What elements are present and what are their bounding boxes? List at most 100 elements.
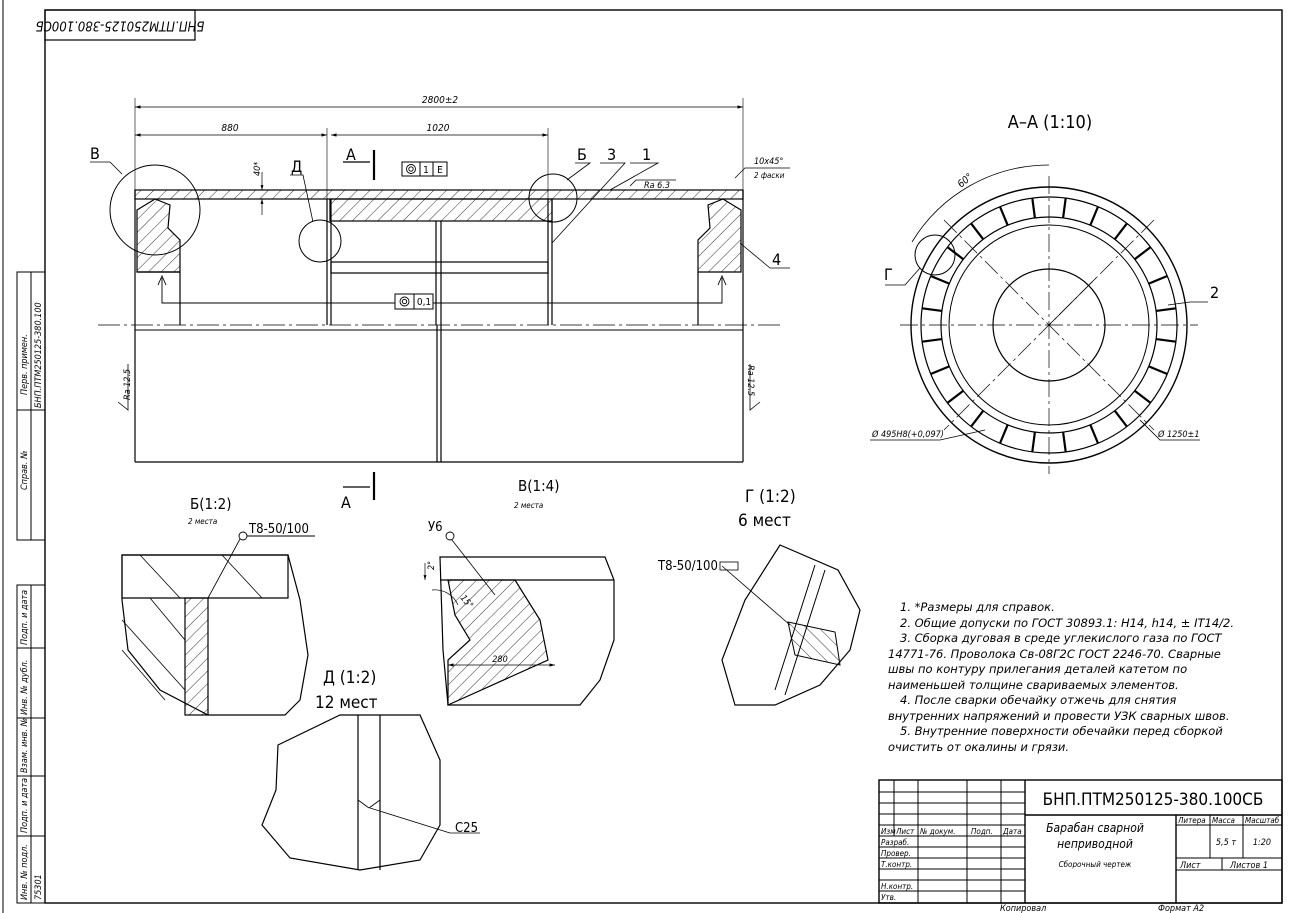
side-podp-data-1: Подп. и дата: [20, 590, 30, 645]
tb-designation: БНП.ПТМ250125-380.100СБ: [1043, 790, 1264, 810]
tb-razrab: Разраб.: [881, 838, 909, 847]
pos-1: 1: [642, 145, 651, 164]
title-block-labels: БНП.ПТМ250125-380.100СБ Барабан сварной …: [881, 790, 1280, 913]
detail-v-dim: 280: [492, 655, 507, 665]
dim-total: 2800±2: [422, 95, 458, 106]
side-inv-dubl: Инв. № дубл.: [20, 660, 30, 715]
tb-format: Формат А2: [1158, 904, 1204, 913]
detail-d-title: Д (1:2): [323, 668, 376, 688]
note-5: 5. Внутренние поверхности обечайки перед…: [888, 724, 1223, 754]
section-rib: [1134, 389, 1152, 404]
side-inv-podl-val: 75301: [34, 874, 44, 900]
pos-2: 2: [1210, 283, 1219, 302]
main-view-labels: 2800±2 880 1020 40* 10x45° 2 фаски Ra 6.…: [90, 95, 785, 512]
detail-b-weld: Т8-50/100: [248, 522, 309, 537]
section-rib: [1155, 338, 1177, 343]
dim-mid: 1020: [427, 123, 450, 134]
detail-d-weld: С25: [455, 821, 478, 836]
tb-doc-type: Сборочный чертеж: [1059, 860, 1132, 869]
section-rib: [1062, 197, 1067, 219]
section-rib: [946, 389, 964, 404]
section-rib: [970, 222, 985, 240]
tb-listov: Листов 1: [1229, 861, 1268, 871]
tb-col-izm: Изм: [881, 827, 896, 836]
callout-g: Г: [884, 265, 893, 284]
section-rib: [921, 307, 943, 312]
rough-left: Ra 12.5: [123, 369, 133, 400]
section-angle: 60°: [956, 172, 975, 191]
rotated-code-stamp: БНП.ПТМ250125-380.100СБ: [36, 9, 204, 41]
detail-g: [719, 544, 861, 706]
detail-d: [261, 714, 480, 871]
detail-b-count: 2 места: [188, 517, 217, 526]
chamfer: 10x45°: [754, 157, 783, 167]
tb-liter: Литера: [1177, 816, 1206, 825]
main-view: [90, 98, 790, 500]
section-rib: [1155, 307, 1177, 312]
side-strip-labels: Перв. примен. БНП.ПТМ250125-380.100 Спра…: [20, 302, 44, 900]
tb-massa: Масса: [1212, 816, 1235, 825]
tb-col-ndoc: № докум.: [919, 827, 955, 836]
section-rib: [970, 410, 985, 428]
detail-v-title: В(1:4): [518, 477, 560, 495]
technical-notes: 1. *Размеры для справок. 2. Общие допуск…: [888, 600, 1240, 755]
tb-kopiroval: Копировал: [1000, 904, 1046, 913]
callout-b: Б: [577, 145, 587, 164]
section-title: А–А (1:10): [1008, 112, 1092, 133]
detail-v-count: 2 места: [514, 501, 543, 510]
note-3: 3. Сборка дуговая в среде углекислого га…: [888, 631, 1222, 692]
tb-col-list: Лист: [895, 827, 915, 836]
section-ribs: [921, 197, 1177, 453]
tb-name-line1: Барабан сварной: [1046, 821, 1144, 835]
dia-inner: Ø 495Н8(+0,097): [871, 429, 944, 440]
tb-masshtab: Масштаб: [1245, 816, 1280, 825]
dim-thk: 40*: [253, 162, 263, 176]
side-perv-code: БНП.ПТМ250125-380.100: [34, 302, 44, 408]
section-rib: [1031, 197, 1036, 219]
pos-3: 3: [607, 145, 616, 164]
detail-b-title: Б(1:2): [190, 495, 232, 513]
section-rib: [999, 424, 1009, 444]
section-rib: [930, 365, 950, 375]
section-rib: [1089, 206, 1099, 226]
section-rib: [946, 246, 964, 261]
tol1-base: Е: [437, 165, 443, 176]
tb-prover: Провер.: [881, 849, 911, 858]
tb-tkontr: Т.контр.: [881, 860, 912, 869]
detail-v-ang1: 2°: [427, 561, 437, 570]
title-block: [878, 779, 1283, 904]
section-rib: [1134, 246, 1152, 261]
section-rib: [1031, 431, 1036, 453]
note-1: 1. *Размеры для справок.: [900, 600, 1055, 614]
section-aa: [870, 164, 1208, 474]
detail-b: [121, 531, 315, 716]
dim-left: 880: [221, 123, 238, 134]
section-rib: [930, 275, 950, 285]
detail-d-labels: Д (1:2) 12 мест С25: [315, 668, 478, 836]
tol2-val: 0,1: [417, 297, 431, 308]
side-vzam-inv: Взам. инв. №: [20, 717, 30, 773]
section-rib: [999, 206, 1009, 226]
section-rib: [1089, 424, 1099, 444]
section-rib: [1113, 222, 1128, 240]
detail-v: [423, 531, 615, 706]
tb-utv: Утв.: [881, 893, 896, 902]
tol1-val: 1: [423, 165, 429, 176]
callout-v: В: [90, 144, 100, 163]
rough-right: Ra 12.5: [745, 365, 755, 396]
callout-d: Д: [291, 157, 302, 176]
tb-nkontr: Н.контр.: [881, 882, 913, 891]
note-2: 2. Общие допуски по ГОСТ 30893.1: H14, h…: [900, 615, 1234, 630]
side-perv-primen: Перв. примен.: [20, 334, 30, 395]
side-podp-data-2: Подп. и дата: [20, 778, 30, 833]
detail-g-title: Г (1:2): [745, 487, 796, 507]
detail-g-count: 6 мест: [738, 511, 791, 531]
section-rib: [1148, 275, 1168, 285]
note-4: 4. После сварки обечайку отжечь для снят…: [888, 693, 1230, 723]
tb-masshtab-val: 1:20: [1253, 838, 1271, 848]
tb-name-line2: неприводной: [1057, 837, 1133, 851]
side-strip: [16, 271, 46, 904]
side-inv-podl: Инв. № подл.: [20, 844, 30, 900]
tb-col-data: Дата: [1002, 827, 1022, 836]
